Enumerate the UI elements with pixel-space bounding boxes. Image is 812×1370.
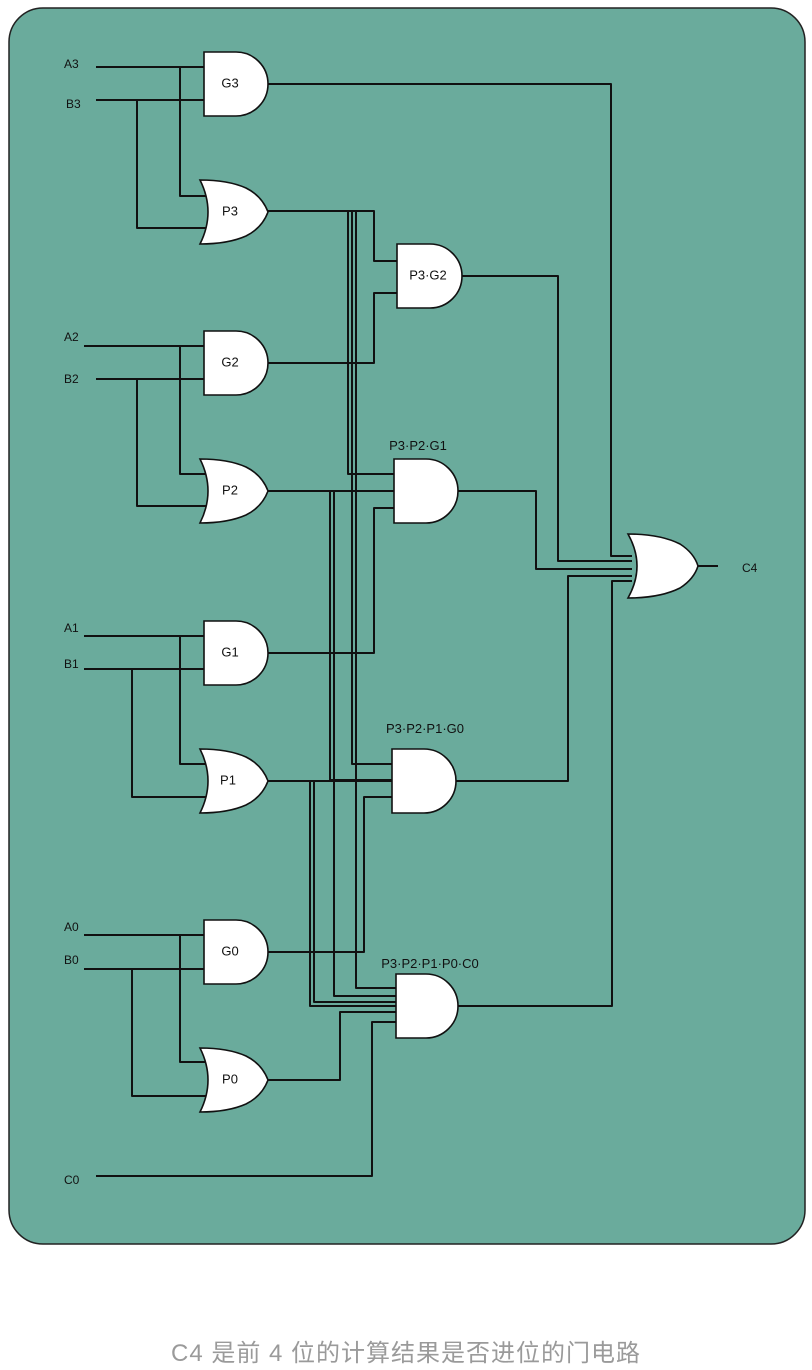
input-label-b3: B3: [66, 97, 81, 111]
wires: [84, 66, 718, 1177]
gate-label-p3: P3: [222, 203, 238, 218]
gate-p1: [198, 748, 269, 814]
gate-p2: [198, 458, 269, 524]
gate-p3: [198, 179, 269, 245]
output-label-c4: C4: [742, 561, 758, 575]
circuit-diagram: A3 B3 A2 B2 A1 B1 A0 B0 C0: [8, 7, 806, 1245]
input-label-b1: B1: [64, 657, 79, 671]
gate-label-p0: P0: [222, 1071, 238, 1086]
gate-g2: [203, 330, 269, 396]
gate-label-g0: G0: [221, 943, 238, 958]
circuit-panel: [8, 7, 806, 1245]
input-label-b0: B0: [64, 953, 79, 967]
gate-title-p3-p2-p1-g0: P3·P2·P1·G0: [386, 721, 464, 736]
gate-p3-p2-p1-p0-c0: [395, 973, 459, 1039]
gate-p3-g2: [396, 243, 463, 309]
gate-g0: [203, 919, 269, 985]
gate-p0: [198, 1047, 269, 1113]
input-label-a0: A0: [64, 920, 79, 934]
gate-title-p3-p2-p1-p0-c0: P3·P2·P1·P0·C0: [381, 956, 479, 971]
input-label-a1: A1: [64, 621, 79, 635]
gate-g3: [203, 51, 269, 117]
gate-title-p3-p2-g1: P3·P2·G1: [389, 438, 447, 453]
gate-g1: [203, 620, 269, 686]
gate-label-p3-g2: P3·G2: [409, 267, 447, 282]
gate-label-p2: P2: [222, 482, 238, 497]
gate-p3-p2-p1-g0: [391, 748, 457, 814]
gate-label-g2: G2: [221, 354, 238, 369]
gate-label-p1: P1: [220, 772, 236, 787]
input-label-a2: A2: [64, 330, 79, 344]
gate-c4-or: [626, 533, 699, 599]
figure-caption: C4 是前 4 位的计算结果是否进位的门电路: [170, 1340, 642, 1367]
gate-label-g3: G3: [221, 75, 238, 90]
input-label-b2: B2: [64, 372, 79, 386]
gate-p3-p2-g1: [393, 458, 459, 524]
gate-label-g1: G1: [221, 644, 238, 659]
input-label-a3: A3: [64, 57, 79, 71]
input-label-c0: C0: [64, 1173, 80, 1187]
